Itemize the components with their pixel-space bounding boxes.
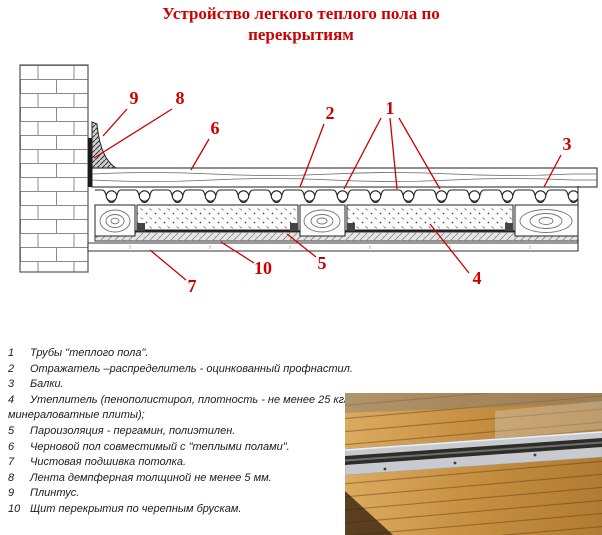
- legend-item: 1 Трубы "теплого пола".: [8, 346, 596, 362]
- callout-3: 3: [543, 134, 572, 188]
- legend-item-text: Отражатель –распределитель - оцинкованны…: [30, 362, 353, 375]
- subfloor-layer: [91, 167, 598, 188]
- cranial-bars: [137, 223, 513, 231]
- legend-item: 2 Отражатель –распределитель - оцинкованн…: [8, 362, 596, 378]
- photo-shadow-corner: [345, 491, 393, 535]
- legend-item: 8 Лента демпферная толщиной не менее 5 мм…: [8, 471, 596, 487]
- legend-item: 6 Черновой пол совместимый с "теплыми пол…: [8, 440, 596, 456]
- legend-item-number: 4: [8, 393, 15, 406]
- legend-item: 9 Плинтус.: [8, 486, 596, 502]
- legend-item-text: Балки.: [30, 378, 64, 391]
- photo-pipe: [344, 441, 602, 462]
- legend-item-number: 1: [8, 347, 15, 359]
- legend-item-number: 2: [8, 362, 15, 375]
- ceiling-lining-layer: [87, 242, 579, 252]
- reflector-profile-and-pipes: [95, 186, 578, 206]
- legend-item-number: 8: [8, 471, 15, 484]
- callout-5: 5: [286, 233, 327, 273]
- callout-7: 7: [149, 249, 197, 296]
- legend-item: 3 Балки.: [8, 377, 596, 393]
- insulation-layer: [136, 204, 514, 231]
- floor-photo-svg: [344, 393, 602, 535]
- callout-2-label: 2: [326, 103, 335, 123]
- floor-photo: [344, 393, 602, 535]
- callout-1-label: 1: [386, 98, 395, 118]
- legend-item-text: Черновой пол совместимый с "теплыми пола…: [30, 440, 290, 453]
- floor-construction-diagram: 1 2 3 4 5: [0, 40, 602, 310]
- skirting-board: [91, 121, 118, 169]
- legend-item-text: Чистовая подшивка потолка.: [30, 456, 186, 469]
- callout-4-label: 4: [473, 268, 482, 288]
- callout-1: 1: [343, 98, 441, 190]
- photo-heating-pipe-channel: [344, 430, 602, 476]
- callout-6: 6: [190, 118, 220, 171]
- legend-item-text: Пароизоляция - пергамин, полиэтилен.: [30, 424, 236, 437]
- callout-10: 10: [220, 241, 272, 278]
- damper-tape: [88, 138, 92, 187]
- page-title: Устройство легкого теплого пола по перек…: [162, 4, 440, 44]
- legend-item: 7 Чистовая подшивка потолка.: [8, 455, 596, 471]
- legend-item-text: Лента демпферная толщиной не менее 5 мм.: [30, 471, 272, 484]
- callout-9: 9: [102, 88, 139, 137]
- legend-item-number: 7: [8, 456, 15, 469]
- legend-item-number: 5: [8, 424, 15, 437]
- legend-item-number: 3: [8, 378, 15, 391]
- callouts: 1 2 3 4 5: [93, 88, 572, 296]
- callout-10-label: 10: [254, 258, 272, 278]
- legend-item: 10 Щит перекрытия по черепным брускам.: [8, 502, 596, 518]
- callout-6-label: 6: [211, 118, 220, 138]
- callout-4: 4: [429, 223, 482, 288]
- diagram-svg: 1 2 3 4 5: [19, 64, 598, 296]
- callout-9-label: 9: [130, 88, 139, 108]
- callout-5-label: 5: [318, 253, 327, 273]
- photo-wood-floor: [345, 393, 602, 535]
- legend-item-text: Щит перекрытия по черепным брускам.: [30, 502, 242, 515]
- brick-wall: [19, 64, 89, 273]
- callout-7-label: 7: [188, 276, 197, 296]
- legend-item-text: Трубы "теплого пола".: [30, 347, 149, 359]
- legend-item: 5 Пароизоляция - пергамин, полиэтилен.: [8, 424, 596, 440]
- legend-item-number: 9: [8, 487, 15, 500]
- joist-beams: [94, 204, 579, 237]
- callout-3-label: 3: [563, 134, 572, 154]
- callout-8-label: 8: [176, 88, 185, 108]
- callout-2: 2: [299, 103, 335, 188]
- legend-item-text: Плинтус.: [30, 487, 80, 500]
- legend-item-number: 6: [8, 440, 15, 453]
- legend-item-number: 10: [8, 502, 21, 515]
- callout-8: 8: [93, 88, 185, 159]
